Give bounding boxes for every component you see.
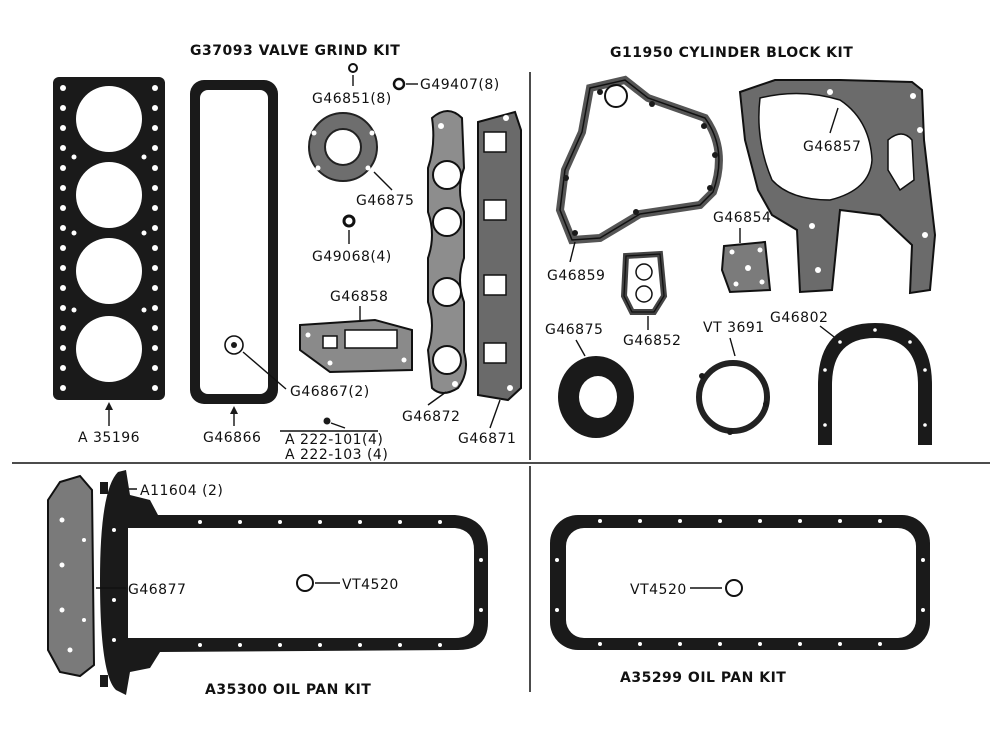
- title-oil-pan-kit-a35299: A35299 OIL PAN KIT: [620, 670, 786, 686]
- washer-g46851: [348, 63, 358, 73]
- label-a222-103: A 222-103 (4): [285, 447, 388, 463]
- grommet-vt4520-right: [725, 579, 743, 597]
- side-gasket-g46877: [47, 474, 96, 678]
- bolt-a222: [323, 417, 331, 425]
- title-oil-pan-kit-a35300: A35300 OIL PAN KIT: [205, 682, 371, 698]
- arrow-vt3691: [729, 337, 736, 357]
- label-g46871: G46871: [458, 431, 516, 447]
- rear-seal-g46802: [818, 323, 932, 445]
- title-cylinder-block-kit: G11950 CYLINDER BLOCK KIT: [610, 45, 853, 61]
- rocker-cover-gasket-g46866: [190, 80, 278, 404]
- label-g46859: G46859: [547, 268, 605, 284]
- label-g46867: G46867(2): [290, 384, 370, 400]
- seal-g46875-valve: [308, 112, 378, 182]
- label-g49407: G49407(8): [420, 77, 500, 93]
- arrow-g46857: [829, 107, 839, 134]
- arrowhead-a35196: [105, 402, 113, 410]
- label-vt4520-left: VT4520: [342, 577, 399, 593]
- label-g46877: G46877: [128, 582, 186, 598]
- label-vt3691: VT 3691: [703, 320, 765, 336]
- label-g46802: G46802: [770, 310, 828, 326]
- label-g46875-block: G46875: [545, 322, 603, 338]
- manifold-gasket-g46871: [477, 110, 522, 402]
- label-g46854: G46854: [713, 210, 771, 226]
- timing-cover-gasket-g46859: [555, 75, 723, 245]
- title-valve-grind-kit: G37093 VALVE GRIND KIT: [190, 43, 400, 59]
- label-a35196: A 35196: [78, 430, 140, 446]
- front-plate-gasket-g46857: [738, 79, 937, 295]
- plate-gasket-g46858: [299, 318, 413, 374]
- oil-pan-gasket-a35300: [100, 470, 488, 695]
- head-gasket-a35196: [53, 77, 165, 400]
- label-g49068: G49068(4): [312, 249, 392, 265]
- gasket-g46852: [620, 250, 668, 315]
- ring-g49068: [342, 214, 356, 228]
- label-a11604: A11604 (2): [140, 483, 223, 499]
- label-g46852: G46852: [623, 333, 681, 349]
- arrow-g46871: [489, 399, 501, 429]
- arrow-g46875-block: [575, 339, 586, 357]
- arrow-a222: [330, 422, 346, 429]
- label-g46866: G46866: [203, 430, 261, 446]
- label-a222-101: A 222-101(4): [285, 432, 383, 448]
- label-g46857: G46857: [803, 139, 861, 155]
- label-g46875-valve: G46875: [356, 193, 414, 209]
- label-g46851: G46851(8): [312, 91, 392, 107]
- grommet-vt4520-left: [296, 574, 314, 592]
- ring-gasket-vt3691: [696, 360, 770, 435]
- label-g46872: G46872: [402, 409, 460, 425]
- arrow-g46872: [427, 391, 447, 406]
- label-g46858: G46858: [330, 289, 388, 305]
- arrow-g46875-valve: [373, 171, 393, 191]
- plate-gasket-g46854: [720, 240, 772, 294]
- arrow-g46867: [242, 351, 287, 390]
- arrowhead-g46866: [230, 406, 238, 414]
- plug-a11604: [100, 482, 108, 687]
- manifold-gasket-g46872: [426, 110, 467, 394]
- seal-g46875-block: [558, 356, 634, 438]
- label-vt4520-right: VT4520: [630, 582, 687, 598]
- arrow-g46859: [569, 241, 576, 263]
- washer-g49407: [392, 77, 406, 91]
